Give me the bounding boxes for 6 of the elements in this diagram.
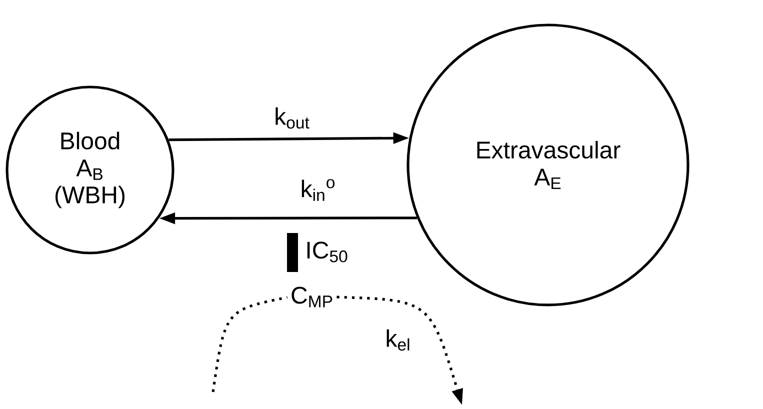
parameter-label: IC$_{50}$ [307, 242, 348, 262]
rate-label: k$_{in}$o [302, 179, 334, 201]
dotted-line [212, 296, 288, 392]
rate-label: k$_{el}$ [386, 329, 410, 351]
rate-label: k$_{out}$ [276, 107, 310, 129]
concentration-label: C$_{MP}$ [292, 286, 332, 308]
